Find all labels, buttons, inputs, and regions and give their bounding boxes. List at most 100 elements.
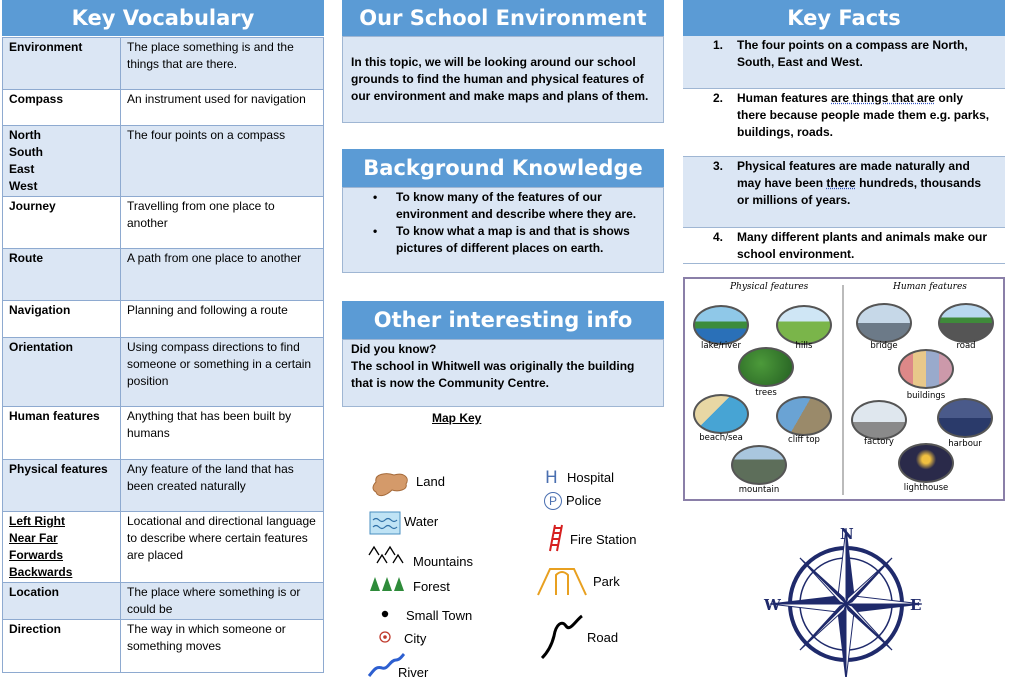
lake-river-picture: [693, 305, 749, 345]
other-question: Did you know?: [351, 341, 657, 358]
environment-panel: In this topic, we will be looking around…: [342, 36, 664, 123]
harbour-picture: [937, 398, 993, 438]
background-panel: To know many of the features of our envi…: [342, 187, 664, 273]
fact-text-marked: there: [826, 176, 855, 190]
fact-number: 4.: [713, 229, 723, 246]
road-picture: [938, 303, 994, 343]
mountains-label: Mountains: [413, 554, 473, 569]
environment-text: In this topic, we will be looking around…: [351, 55, 648, 103]
mountains-icon: [368, 543, 406, 567]
park-icon: [536, 567, 588, 597]
bridge-picture: [856, 303, 912, 343]
fact-text-part: Human features: [737, 91, 831, 105]
background-item: To know what a map is and that is shows …: [373, 223, 653, 257]
vocab-row: Left Right Near Far Forwards BackwardsLo…: [3, 512, 324, 583]
vocab-row: NavigationPlanning and following a route: [3, 301, 324, 338]
human-features-title: Human features: [893, 282, 967, 292]
vocab-header: Key Vocabulary: [2, 0, 324, 36]
environment-title: Our School Environment: [359, 6, 646, 30]
city-icon: [378, 630, 392, 644]
fact-text-marked: are things that are: [831, 91, 935, 105]
hospital-label: Hospital: [567, 470, 614, 485]
fire-station-label: Fire Station: [570, 532, 636, 547]
hospital-icon: H: [545, 468, 558, 488]
vocab-definition: The place where something is or could be: [121, 583, 324, 620]
police-icon: P: [544, 492, 562, 510]
forest-label: Forest: [413, 579, 450, 594]
background-item: To know many of the features of our envi…: [373, 189, 653, 223]
vocab-term: Physical features: [3, 460, 121, 512]
compass-east-label: E: [910, 596, 921, 614]
other-panel: Did you know? The school in Whitwell was…: [342, 339, 664, 407]
vocab-table: EnvironmentThe place something is and th…: [2, 37, 324, 673]
compass-north-label: N: [840, 525, 854, 543]
background-header: Background Knowledge: [342, 149, 664, 187]
hills-picture: [776, 305, 832, 345]
river-label: River: [398, 665, 428, 677]
vocab-term: Human features: [3, 407, 121, 460]
feature-label: trees: [736, 388, 796, 398]
other-fact: The school in Whitwell was originally th…: [351, 358, 657, 392]
police-label: Police: [566, 493, 601, 508]
compass-rose: N E W: [762, 524, 922, 677]
fact-text: Physical features are made naturally and…: [683, 158, 999, 209]
fact-number: 2.: [713, 90, 723, 107]
small-town-label: Small Town: [406, 608, 472, 623]
compass-west-label: W: [763, 596, 782, 614]
police-glyph: P: [549, 494, 557, 508]
vocab-row: Physical featuresAny feature of the land…: [3, 460, 324, 512]
vocab-row: OrientationUsing compass directions to f…: [3, 338, 324, 407]
feature-label: mountain: [729, 485, 789, 495]
feature-label: factory: [849, 437, 909, 447]
features-divider: [842, 285, 844, 495]
road-label: Road: [587, 630, 618, 645]
vocab-row: DirectionThe way in which someone or som…: [3, 620, 324, 673]
environment-header: Our School Environment: [342, 0, 664, 36]
vocab-row: Human featuresAnything that has been bui…: [3, 407, 324, 460]
city-label: City: [404, 631, 426, 646]
compass-rose-icon: [770, 528, 922, 677]
fact-item: 4. Many different plants and animals mak…: [683, 228, 1005, 264]
vocab-definition: The place something is and the things th…: [121, 38, 324, 90]
fact-number: 3.: [713, 158, 723, 175]
fact-text: Human features are things that are only …: [683, 90, 999, 141]
vocab-term: Direction: [3, 620, 121, 673]
water-icon: [369, 511, 401, 535]
vocab-term: Compass: [3, 90, 121, 126]
vocab-term: Environment: [3, 38, 121, 90]
vocab-term: Location: [3, 583, 121, 620]
feature-label: beach/sea: [691, 433, 751, 443]
vocab-row: North South East WestThe four points on …: [3, 126, 324, 197]
lighthouse-picture: [898, 443, 954, 483]
vocab-title: Key Vocabulary: [72, 6, 255, 30]
background-title: Background Knowledge: [363, 156, 642, 180]
vocab-definition: Locational and directional language to d…: [121, 512, 324, 583]
fact-item: 1. The four points on a compass are Nort…: [683, 36, 1005, 89]
mountain-picture: [731, 445, 787, 485]
other-header: Other interesting info: [342, 301, 664, 339]
vocab-definition: An instrument used for navigation: [121, 90, 324, 126]
land-label: Land: [416, 474, 445, 489]
vocab-term: Navigation: [3, 301, 121, 338]
physical-features-title: Physical features: [730, 282, 808, 292]
vocab-definition: Travelling from one place to another: [121, 197, 324, 249]
vocab-row: LocationThe place where something is or …: [3, 583, 324, 620]
factory-picture: [851, 400, 907, 440]
vocab-row: RouteA path from one place to another: [3, 249, 324, 301]
feature-label: cliff top: [774, 435, 834, 445]
feature-label: lighthouse: [896, 483, 956, 493]
forest-icon: [369, 575, 407, 595]
vocab-definition: Any feature of the land that has been cr…: [121, 460, 324, 512]
mapkey-title: Map Key: [432, 411, 481, 425]
land-icon: [370, 470, 412, 500]
facts-title: Key Facts: [787, 6, 900, 30]
vocab-term: Journey: [3, 197, 121, 249]
fire-station-icon: [544, 524, 568, 552]
vocab-row: JourneyTravelling from one place to anot…: [3, 197, 324, 249]
vocab-definition: The four points on a compass: [121, 126, 324, 197]
fact-item: 2. Human features are things that are on…: [683, 89, 1005, 157]
vocab-row: CompassAn instrument used for navigation: [3, 90, 324, 126]
road-icon: [540, 614, 584, 660]
vocab-definition: Anything that has been built by humans: [121, 407, 324, 460]
feature-label: hills: [774, 341, 834, 351]
